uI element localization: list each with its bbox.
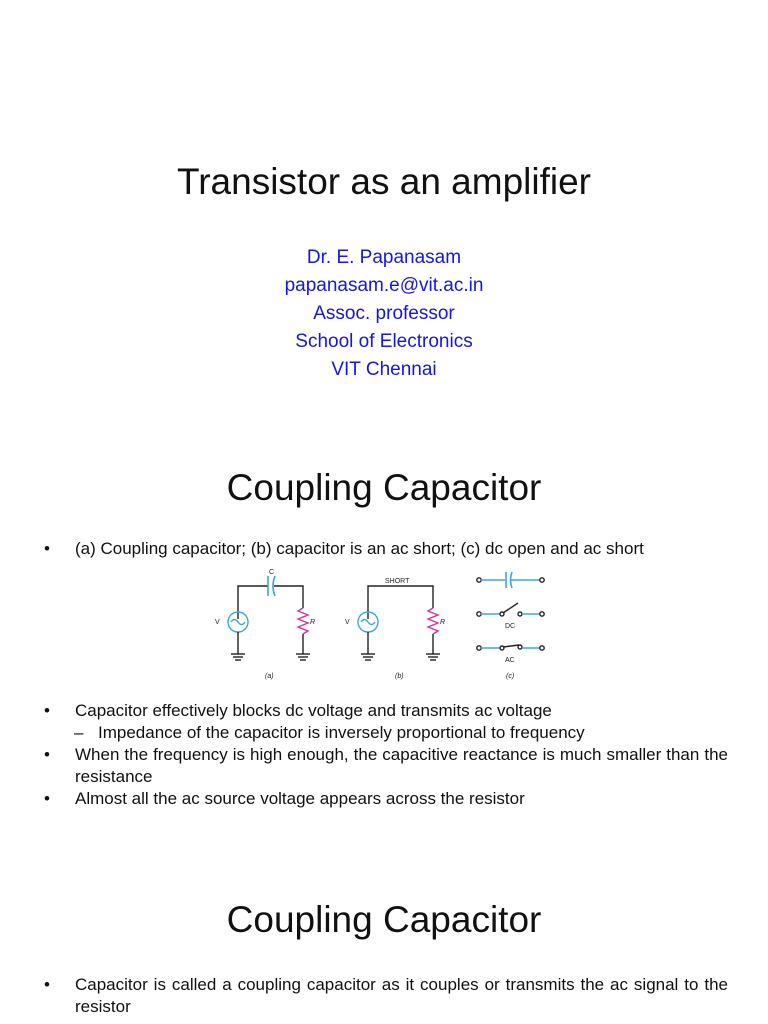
bullet-frequency: When the frequency is high enough, the c… bbox=[44, 744, 728, 788]
author-name: Dr. E. Papanasam bbox=[306, 247, 462, 268]
label-short: SHORT bbox=[385, 578, 410, 585]
caption-b: (b) bbox=[395, 673, 404, 680]
slide-1-title: Transistor as an amplifier bbox=[177, 161, 591, 202]
bullet-blocks-dc: Capacitor effectively blocks dc voltage … bbox=[44, 700, 728, 722]
circuit-c bbox=[476, 571, 545, 651]
label-v-a: V bbox=[215, 619, 220, 626]
coupling-capacitor-figure: C V R V R SHORT DC AC (a) (b) (c) bbox=[200, 566, 560, 686]
slide-3-title: Coupling Capacitor bbox=[226, 899, 542, 940]
author-email: papanasam.e@vit.ac.in bbox=[284, 275, 484, 296]
label-ac: AC bbox=[505, 657, 515, 664]
author-institution: VIT Chennai bbox=[331, 359, 437, 380]
circuit-a bbox=[227, 575, 310, 661]
label-r-b: R bbox=[440, 619, 445, 626]
slide-2-intro: (a) Coupling capacitor; (b) capacitor is… bbox=[44, 538, 728, 560]
author-position: Assoc. professor bbox=[313, 303, 455, 324]
caption-a: (a) bbox=[265, 673, 274, 680]
intro-bullet: (a) Coupling capacitor; (b) capacitor is… bbox=[44, 538, 728, 560]
author-school: School of Electronics bbox=[295, 331, 473, 352]
label-dc: DC bbox=[505, 623, 515, 630]
dash-marker: – bbox=[74, 723, 84, 742]
bullet-coupling: Capacitor is called a coupling capacitor… bbox=[44, 974, 728, 1018]
bullet-impedance: – Impedance of the capacitor is inversel… bbox=[44, 722, 728, 744]
caption-c: (c) bbox=[506, 673, 514, 680]
label-r-a: R bbox=[310, 619, 315, 626]
label-v-b: V bbox=[345, 619, 350, 626]
slide-3-bullets: Capacitor is called a coupling capacitor… bbox=[44, 974, 728, 1018]
bullet-impedance-text: Impedance of the capacitor is inversely … bbox=[98, 723, 585, 742]
slide-2-title: Coupling Capacitor bbox=[226, 467, 542, 508]
bullet-voltage-resistor: Almost all the ac source voltage appears… bbox=[44, 788, 728, 810]
label-c: C bbox=[269, 569, 274, 576]
slide-2-bullets: Capacitor effectively blocks dc voltage … bbox=[44, 700, 728, 810]
circuit-b bbox=[357, 585, 440, 661]
